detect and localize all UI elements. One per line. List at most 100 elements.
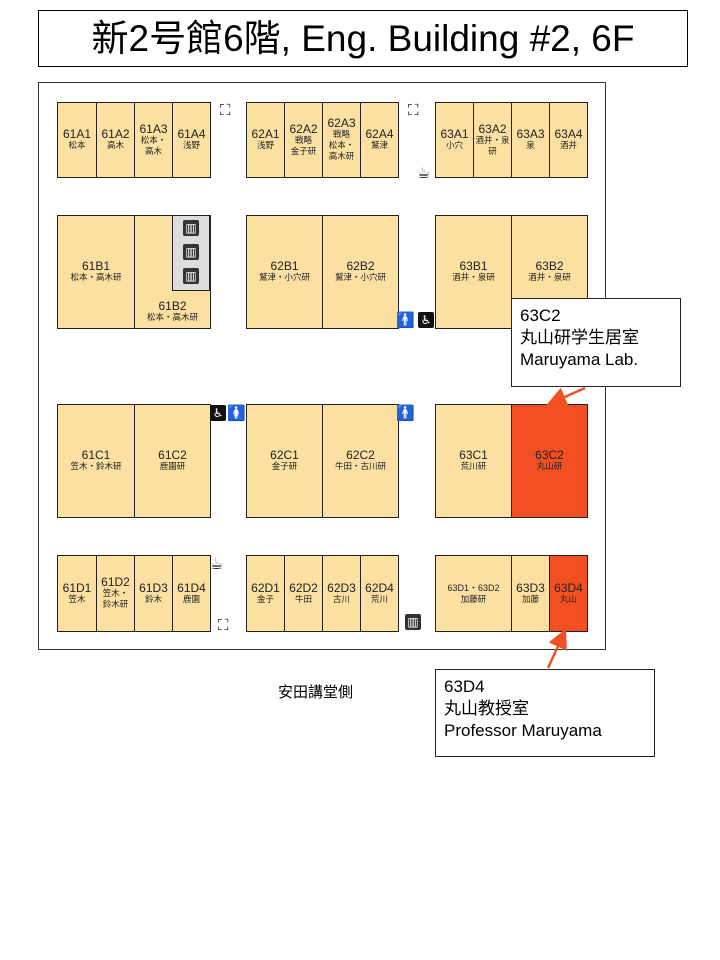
room-occupant: 酒井・泉研 [528,273,571,283]
room-number: 61C1 [81,448,111,462]
room-occupant: 松本 [68,141,86,151]
arrow-63d4 [546,628,567,669]
room-occupant: 松本・高木研 [146,313,198,323]
room-number: 61B1 [81,259,111,273]
room-occupant: 酒井・泉 研 [475,135,510,157]
arrow-63c2 [546,386,586,407]
room-occupant: 浅野 [256,141,274,151]
room-occupant: 小穴 [445,141,463,151]
room-number: 63A3 [516,127,545,141]
callout-room: 63D4 [444,677,485,696]
room-occupant: 笠木 [68,594,86,605]
room-number: 61D2 [101,575,130,589]
coffee-icon: ☕ [210,555,224,573]
room-occupant: 鷲津・小穴研 [258,273,310,283]
room-number: 61D3 [139,580,168,595]
room-occupant: 鷲津 [370,141,388,151]
room-occupant: 酒井・泉研 [452,273,495,283]
elevator-icon: ▥ [183,220,199,236]
restroom-men-icon: 🚹 [396,404,415,422]
stairs-icon: ⛶ [220,101,231,119]
room-occupant: 鹿園 [182,594,200,605]
room-number: 62D2 [289,580,318,595]
callout-63c2: 63C2 丸山研学生居室 Maruyama Lab. [511,298,681,387]
room-occupant: 浅野 [182,141,200,151]
room-occupant: 丸山 [559,594,577,605]
stairs-icon: ⛶ [218,616,229,634]
stairs-icon: ⛶ [408,101,419,119]
room-number: 62C2 [346,448,375,462]
callout-line1: 丸山教授室 [444,699,529,718]
room-occupant: 泉 [526,141,535,151]
room-number: 62A4 [365,127,394,141]
callout-room: 63C2 [520,306,561,325]
room-number: 63B2 [535,259,564,273]
room-number: 62D4 [365,580,394,595]
room-occupant: 荒川研 [460,462,487,472]
room-occupant: 酒井 [559,141,577,151]
room-occupant: 牛田 [294,594,312,605]
room-number: 63A4 [554,127,583,141]
room-number: 63C1 [459,448,488,462]
room-number: 63D4 [554,580,583,595]
callout-line1: 丸山研学生居室 [520,328,639,347]
room-occupant: 加藤 [521,594,539,605]
room-occupant: 丸山研 [536,462,563,472]
room-number: 61D1 [62,580,92,595]
room-number: 61C2 [158,448,187,462]
room-number: 62A2 [289,121,318,136]
room-occupant: 鈴木 [144,594,162,605]
wheelchair-icon: ♿ [210,405,226,421]
room-occupant: 笠木・鈴木研 [70,462,122,472]
room-occupant: 鹿園研 [159,462,186,472]
elevator-icon: ▥ [405,614,421,630]
room-occupant: 松本・高木研 [70,273,122,283]
room-number: 63A2 [478,121,507,136]
room-occupant: 金子 [256,594,274,605]
callout-63d4: 63D4 丸山教授室 Professor Maruyama [435,669,655,757]
coffee-icon: ☕ [417,164,431,182]
room-number: 62D1 [251,580,280,595]
room-number: 62A3 [327,116,356,130]
room-occupant: 金子研 [271,462,298,472]
room-number: 62B1 [270,259,299,273]
restroom-men-icon: 🚹 [396,311,415,329]
callout-line2: Maruyama Lab. [520,350,639,369]
elevator-icon: ▥ [183,268,199,284]
page-title: 新2号館6階, Eng. Building #2, 6F [38,10,688,67]
room-number: 62B2 [346,259,375,273]
room-number: 62D3 [327,580,356,595]
room-occupant: 戦略 金子研 [290,135,317,157]
room-occupant: 加藤研 [460,594,487,605]
elevator-icon: ▥ [183,244,199,260]
restroom-women-icon: 🚺 [227,404,246,422]
room-number: 63B1 [459,259,488,273]
direction-label: 安田講堂側 [278,683,354,701]
room-occupant: 荒川 [370,594,388,605]
room-number: 62A1 [251,127,280,141]
room-occupant: 鷲津・小穴研 [334,273,386,283]
